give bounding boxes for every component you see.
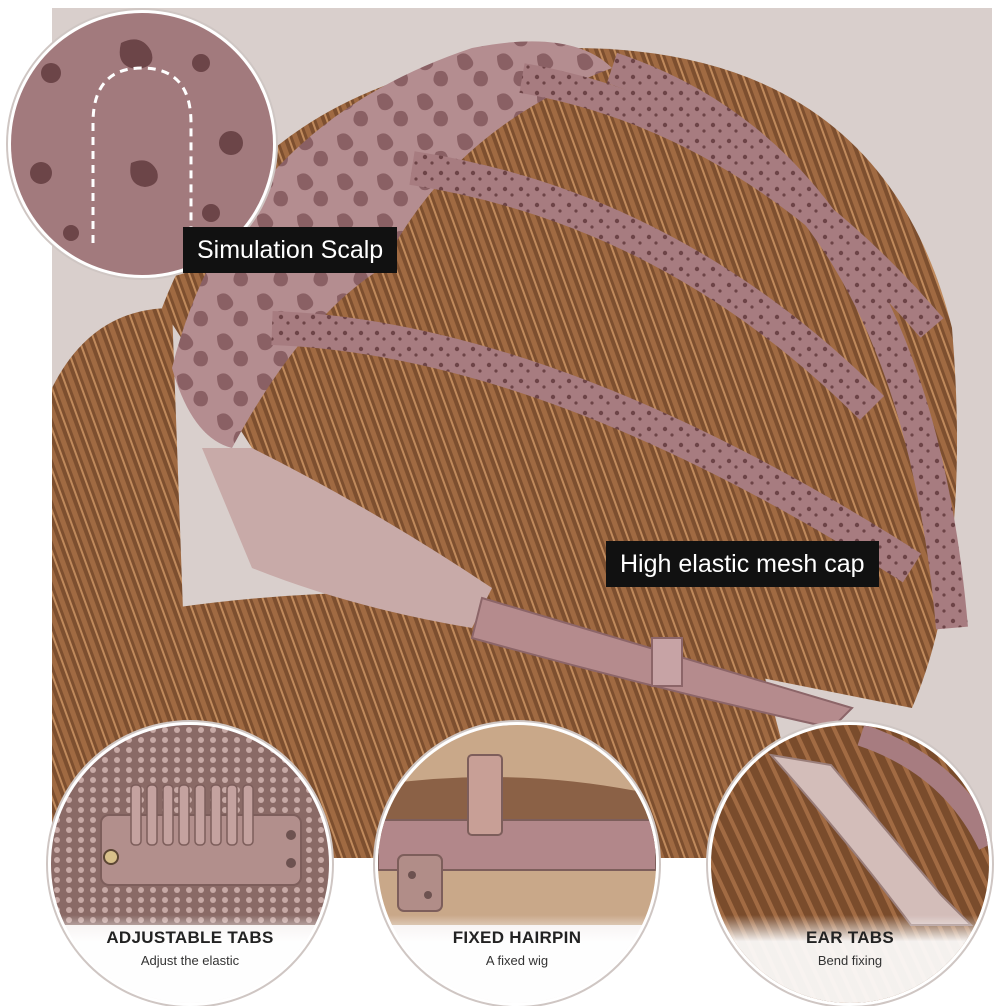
label-backdrop <box>51 915 329 1003</box>
adjustable-tabs-title: ADJUSTABLE TABS <box>106 928 274 947</box>
label-backdrop <box>711 915 989 1003</box>
label-backdrop <box>378 915 656 1003</box>
ear-tabs-title: EAR TABS <box>805 928 895 947</box>
ear-tabs-inset: EAR TABS Bend fixing <box>708 722 992 1006</box>
mesh-cap-label: High elastic mesh cap <box>606 541 879 587</box>
adjustable-tabs-inset: ADJUSTABLE TABS Adjust the elastic <box>48 722 332 1006</box>
adjustable-tabs-subtitle: Adjust the elastic <box>140 953 240 968</box>
ear-tabs-subtitle: Bend fixing <box>817 953 883 968</box>
fixed-hairpin-subtitle: A fixed wig <box>485 953 549 968</box>
simulation-scalp-label: Simulation Scalp <box>183 227 398 273</box>
fixed-hairpin-inset: FIXED HAIRPIN A fixed wig <box>375 722 659 1006</box>
fixed-hairpin-title: FIXED HAIRPIN <box>452 928 582 947</box>
